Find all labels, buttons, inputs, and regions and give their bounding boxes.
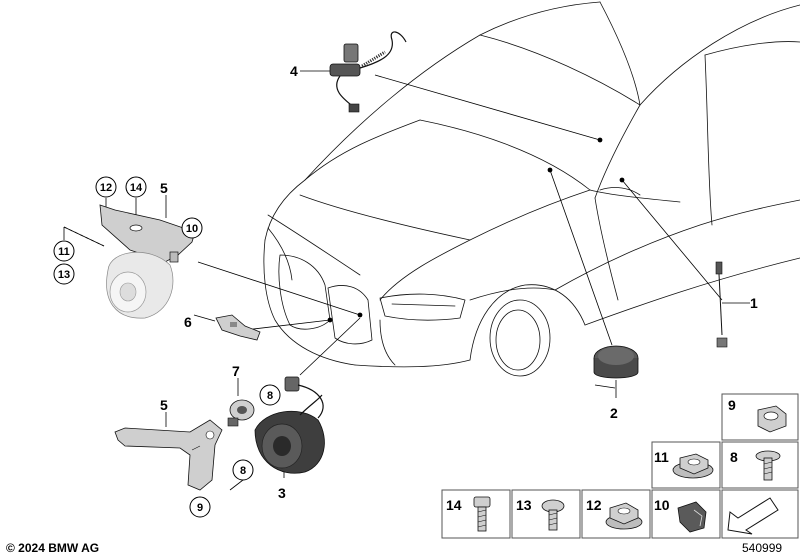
label-part-3: 3 [278, 485, 286, 501]
legend-label-11: 11 [654, 449, 669, 465]
legend-icon-arrow [727, 497, 779, 535]
circled-label-text: 12 14 10 11 13 8 8 9 [58, 182, 273, 514]
circle-label-13-ring [53, 263, 75, 285]
part-labels: 1 2 3 4 5 5 6 7 [160, 63, 758, 501]
circled-labels [53, 176, 281, 518]
legend-label-14: 14 [446, 497, 462, 513]
part-7-grommet [227, 399, 255, 427]
label-part-4: 4 [290, 63, 298, 79]
circle-label-12: 12 [100, 182, 112, 194]
circle-label-11: 11 [58, 246, 70, 258]
legend-label-13: 13 [516, 497, 532, 513]
part-3-horn [254, 376, 325, 474]
legend-icon-12-nut [605, 502, 643, 530]
label-part-7: 7 [232, 363, 240, 379]
circle-label-9: 9 [197, 502, 203, 514]
circle-label-13: 13 [58, 269, 70, 281]
legend-box-13 [511, 489, 581, 539]
circle-label-8b: 8 [240, 465, 246, 477]
part-4-sensor-cable [329, 31, 407, 113]
circle-label-12-ring [95, 176, 117, 198]
label-part-1: 1 [750, 295, 758, 311]
car-outline [263, 1, 800, 377]
circle-label-14-ring [125, 176, 147, 198]
circle-label-8a: 8 [267, 390, 273, 402]
legend-label-12: 12 [586, 497, 602, 513]
part-2-round-cover [593, 345, 639, 379]
legend-icon-8-bolt [755, 450, 781, 481]
legend-label-10: 10 [654, 497, 670, 513]
circle-label-8a-ring [259, 384, 281, 406]
fastener-dash-lines [63, 226, 105, 247]
label-part-5-bottom: 5 [160, 397, 168, 413]
label-part-2: 2 [610, 405, 618, 421]
legend-icon-13-screw [541, 499, 565, 531]
legend-icon-11-nut [672, 453, 714, 479]
circle-label-8b-ring [232, 459, 254, 481]
label-part-6: 6 [184, 314, 192, 330]
legend-box-8 [721, 441, 799, 489]
legend-icon-9-nut [757, 405, 787, 433]
legend-label-8: 8 [730, 449, 738, 465]
hardware-legend: 9 11 8 14 13 12 10 [441, 393, 799, 539]
part-5-bracket-top [99, 204, 196, 263]
copyright-notice: © 2024 BMW AG [6, 541, 100, 555]
part-6-clip [215, 314, 261, 341]
legend-icon-10-clip [677, 501, 707, 533]
circle-label-14: 14 [130, 182, 143, 194]
part-5-bracket-bottom [114, 419, 223, 491]
part-1-sensor [715, 261, 728, 348]
label-part-5-top: 5 [160, 180, 168, 196]
circle-label-11-ring [53, 240, 75, 262]
circle-label-10: 10 [186, 223, 198, 235]
legend-box-12 [581, 489, 651, 539]
horn-top [106, 252, 174, 319]
circle-label-10-ring [181, 217, 203, 239]
legend-icon-14-screw [473, 496, 491, 532]
circle-label-9-ring [189, 496, 211, 518]
leader-dots [327, 137, 625, 323]
drawing-number: 540999 [742, 541, 783, 555]
legend-label-9: 9 [728, 397, 736, 413]
